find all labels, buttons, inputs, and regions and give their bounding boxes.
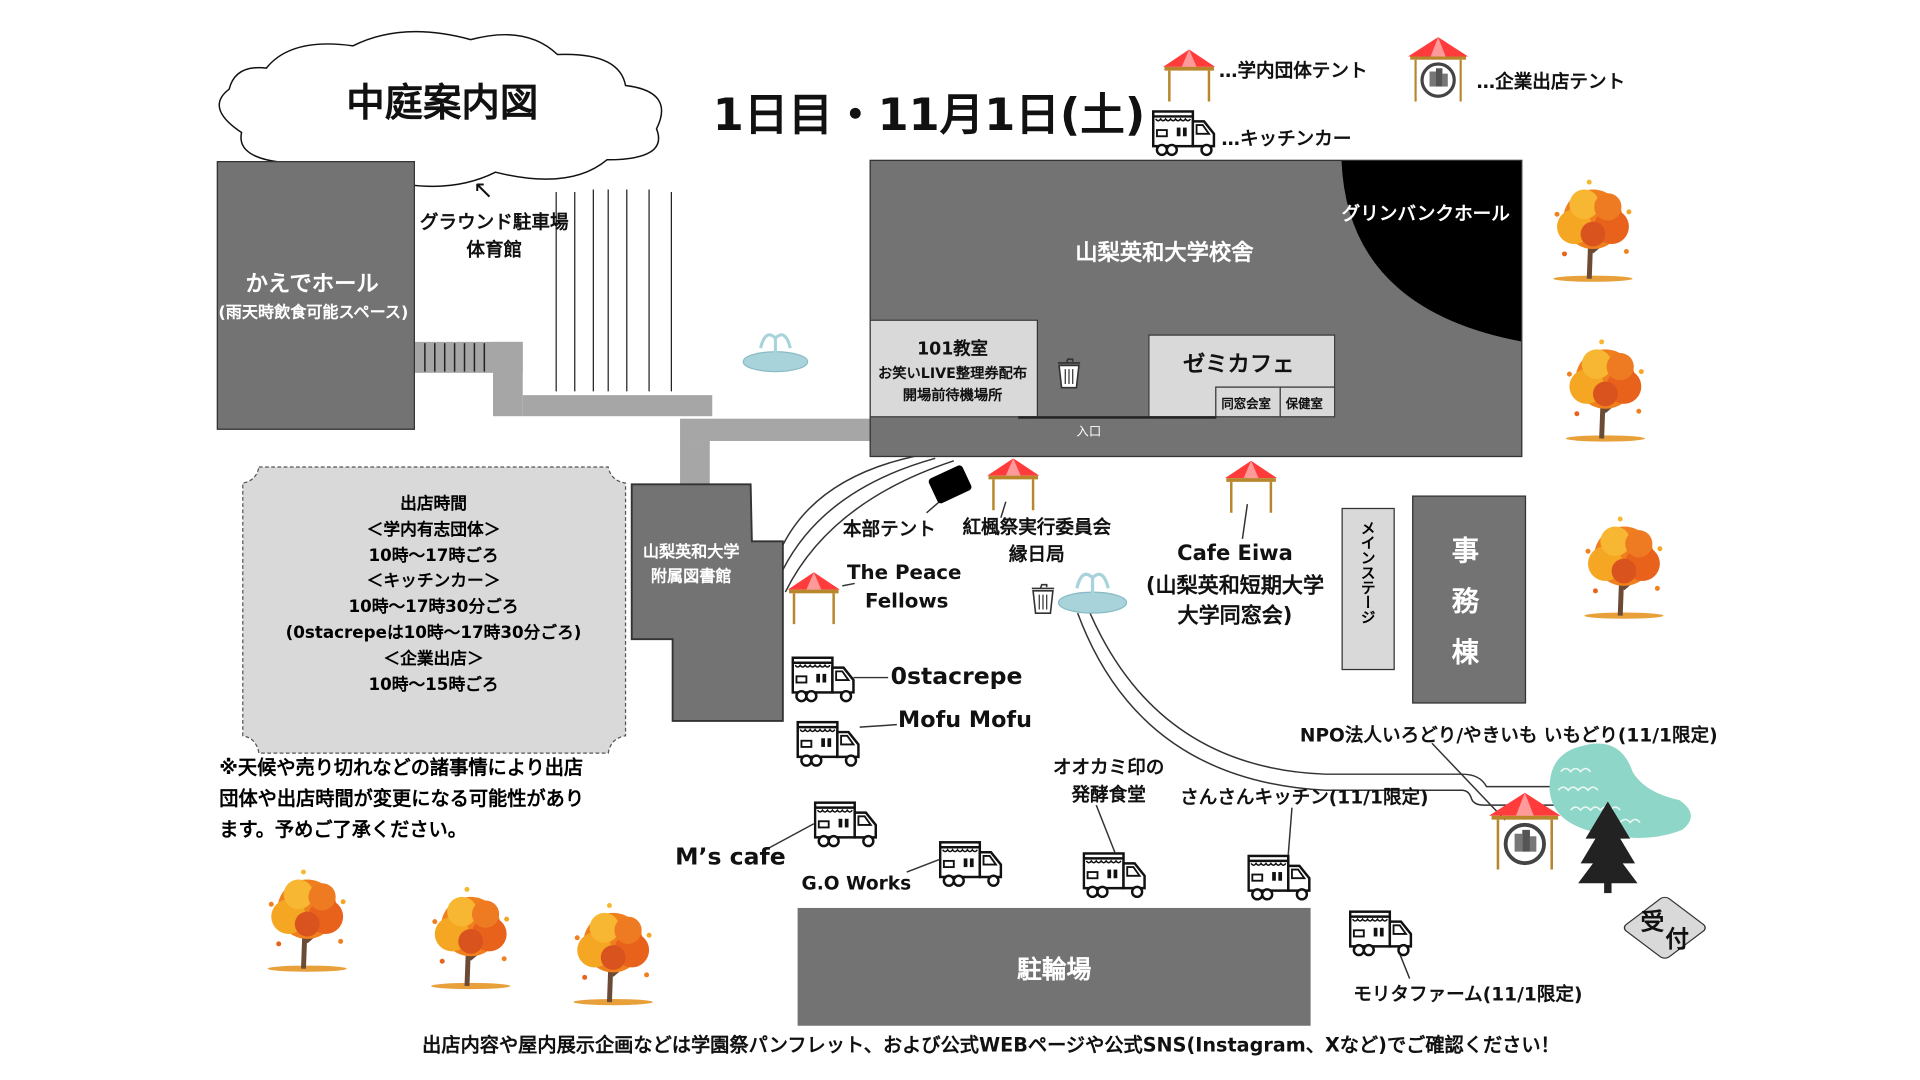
bike-parking-label: 駐輪場: [1016, 954, 1092, 985]
trash-can-icon: [1031, 582, 1056, 614]
ms-cafe-label: M’s cafe: [675, 843, 786, 871]
fountain-icon: [1055, 567, 1129, 614]
student-tent-icon: [985, 458, 1042, 510]
curved-paths: [767, 455, 1555, 979]
room-101: [869, 319, 1039, 418]
ostacrepe-label: 0stacrepe: [890, 662, 1023, 690]
tree-icon: [1571, 514, 1678, 621]
zemi-cafe-label: ゼミカフェ: [1182, 351, 1295, 378]
cafe-eiwa-label: Cafe Eiwa: [1177, 541, 1293, 567]
company-tent-icon: [1402, 37, 1474, 101]
hours-line: 10時～15時ごろ: [368, 674, 499, 695]
office-building: [1412, 495, 1527, 704]
tree-icon: [1552, 337, 1659, 444]
legend-student-tent: …学内団体テント: [1218, 59, 1368, 82]
hq-tent-label: 本部テント: [842, 518, 936, 541]
ookami-label-2: 発酵食堂: [1071, 783, 1146, 806]
footer-note: 出店内容や屋内展示企画などは学園祭パンフレット、および公式WEBページや公式SN…: [422, 1034, 1560, 1057]
entrance-line: [1018, 416, 1217, 419]
hours-line: ＜企業出店＞: [383, 648, 484, 669]
notice-line: ます。予めご了承ください。: [219, 818, 467, 842]
office-label: 棟: [1451, 637, 1480, 669]
tree-icon: [254, 867, 361, 974]
hours-line: (0stacrepeは10時～17時30分ごろ): [285, 623, 582, 643]
cafe-eiwa-sub: (山梨英和短期大学: [1145, 574, 1325, 599]
office-label: 務: [1451, 587, 1480, 619]
kitchen-car-icon: [814, 799, 878, 849]
date-heading: 1日目・11月1日(土): [712, 90, 1146, 142]
kaede-hall-label: かえでホール: [245, 271, 379, 298]
room-101-label: 101教室: [917, 339, 989, 360]
koufu-committee-label: 紅楓祭実行委員会: [962, 515, 1112, 539]
library-label-2: 附属図書館: [650, 567, 732, 587]
hours-box: [242, 466, 627, 754]
page-title: 中庭案内図: [346, 81, 539, 126]
hours-line: ＜学内有志団体＞: [366, 520, 501, 540]
alumni-room: [1215, 386, 1281, 418]
tree-icon: [560, 901, 667, 1008]
reception-label: 受: [1640, 908, 1665, 936]
hours-line: ＜キッチンカー＞: [366, 571, 501, 592]
hours-line: 出店時間: [400, 494, 467, 515]
tree-icon: [417, 884, 524, 991]
ennichi-label: 縁日局: [1008, 543, 1065, 566]
bike-parking: [797, 907, 1311, 1026]
tree-icon: [1540, 177, 1647, 284]
peace-fellows-label: The Peace: [846, 560, 962, 585]
kitchen-car-icon: [792, 654, 856, 704]
kitchen-car-icon: [796, 718, 860, 768]
student-tent-icon: [1223, 461, 1280, 513]
greenbank-hall-label: グリンバンクホール: [1341, 202, 1510, 225]
title-cloud: [218, 30, 663, 188]
ground-parking-label: グラウンド駐車場: [419, 211, 569, 234]
student-tent-icon: [1161, 50, 1218, 102]
notice-line: 団体や出店時間が変更になる可能性があり: [219, 787, 585, 811]
legend-company-tent: …企業出店テント: [1476, 70, 1626, 93]
reception-label-2: 付: [1665, 925, 1689, 954]
main-stage: [1341, 507, 1395, 671]
trash-can-icon: [1057, 357, 1082, 389]
health-room-label: 保健室: [1285, 398, 1323, 412]
ookami-label: オオカミ印の: [1052, 756, 1165, 779]
company-tent-icon: [1486, 793, 1563, 870]
main-stage-label: メインステージ: [1358, 520, 1377, 625]
hours-line: 10時～17時30分ごろ: [348, 597, 519, 618]
kitchen-car-icon: [1152, 108, 1216, 158]
main-building-label: 山梨英和大学校舎: [1075, 240, 1254, 267]
stair-lines: [555, 189, 672, 392]
kitchen-car-icon: [939, 839, 1003, 889]
pine-tree-icon: [1578, 801, 1638, 894]
legend-kitchen-car: …キッチンカー: [1221, 127, 1352, 150]
peace-fellows-label-2: Fellows: [864, 589, 949, 613]
office-label: 事: [1451, 536, 1480, 568]
notice-text: ※天候や売り切れなどの諸事情により出店 団体や出店時間が変更になる可能性があり …: [219, 753, 584, 846]
go-works-label: G.O Works: [801, 872, 912, 895]
kaede-hall: [216, 161, 415, 430]
room-101-note-2: 開場前待機場所: [902, 386, 1003, 404]
student-tent-icon: [785, 572, 842, 624]
npo-label: NPO法人いろどり/やきいも いもどり(11/1限定): [1299, 724, 1718, 747]
sansan-kitchen-label: さんさんキッチン(11/1限定): [1180, 785, 1429, 809]
greenbank-hall-area: [1341, 161, 1522, 342]
notice-line: ※天候や売り切れなどの諸事情により出店: [219, 756, 584, 780]
kitchen-car-icon: [1349, 908, 1413, 958]
hours-line: 10時～17時ごろ: [368, 545, 499, 566]
health-room: [1279, 386, 1336, 418]
gym-label: 体育館: [466, 238, 523, 261]
library-building: [630, 483, 784, 722]
kaede-hall-note: (雨天時飲食可能スペース): [218, 304, 409, 323]
mofu-mofu-label: Mofu Mofu: [898, 707, 1032, 734]
kitchen-car-icon: [1247, 852, 1311, 902]
hours-text: 出店時間 ＜学内有志団体＞ 10時～17時ごろ ＜キッチンカー＞ 10時～17時…: [243, 492, 625, 698]
cafe-eiwa-sub-2: 大学同窓会): [1177, 603, 1293, 629]
gray-walkway: [414, 341, 870, 485]
alumni-room-label: 同窓会室: [1221, 398, 1271, 412]
morita-farm-label: モリタファーム(11/1限定): [1353, 982, 1583, 1006]
entrance-label: 入口: [1076, 425, 1102, 440]
kitchen-car-icon: [1083, 850, 1147, 900]
room-101-note: お笑いLIVE整理券配布: [878, 364, 1028, 382]
library-label: 山梨英和大学: [642, 543, 740, 562]
arrow-up-left-icon: ↖: [472, 174, 494, 205]
